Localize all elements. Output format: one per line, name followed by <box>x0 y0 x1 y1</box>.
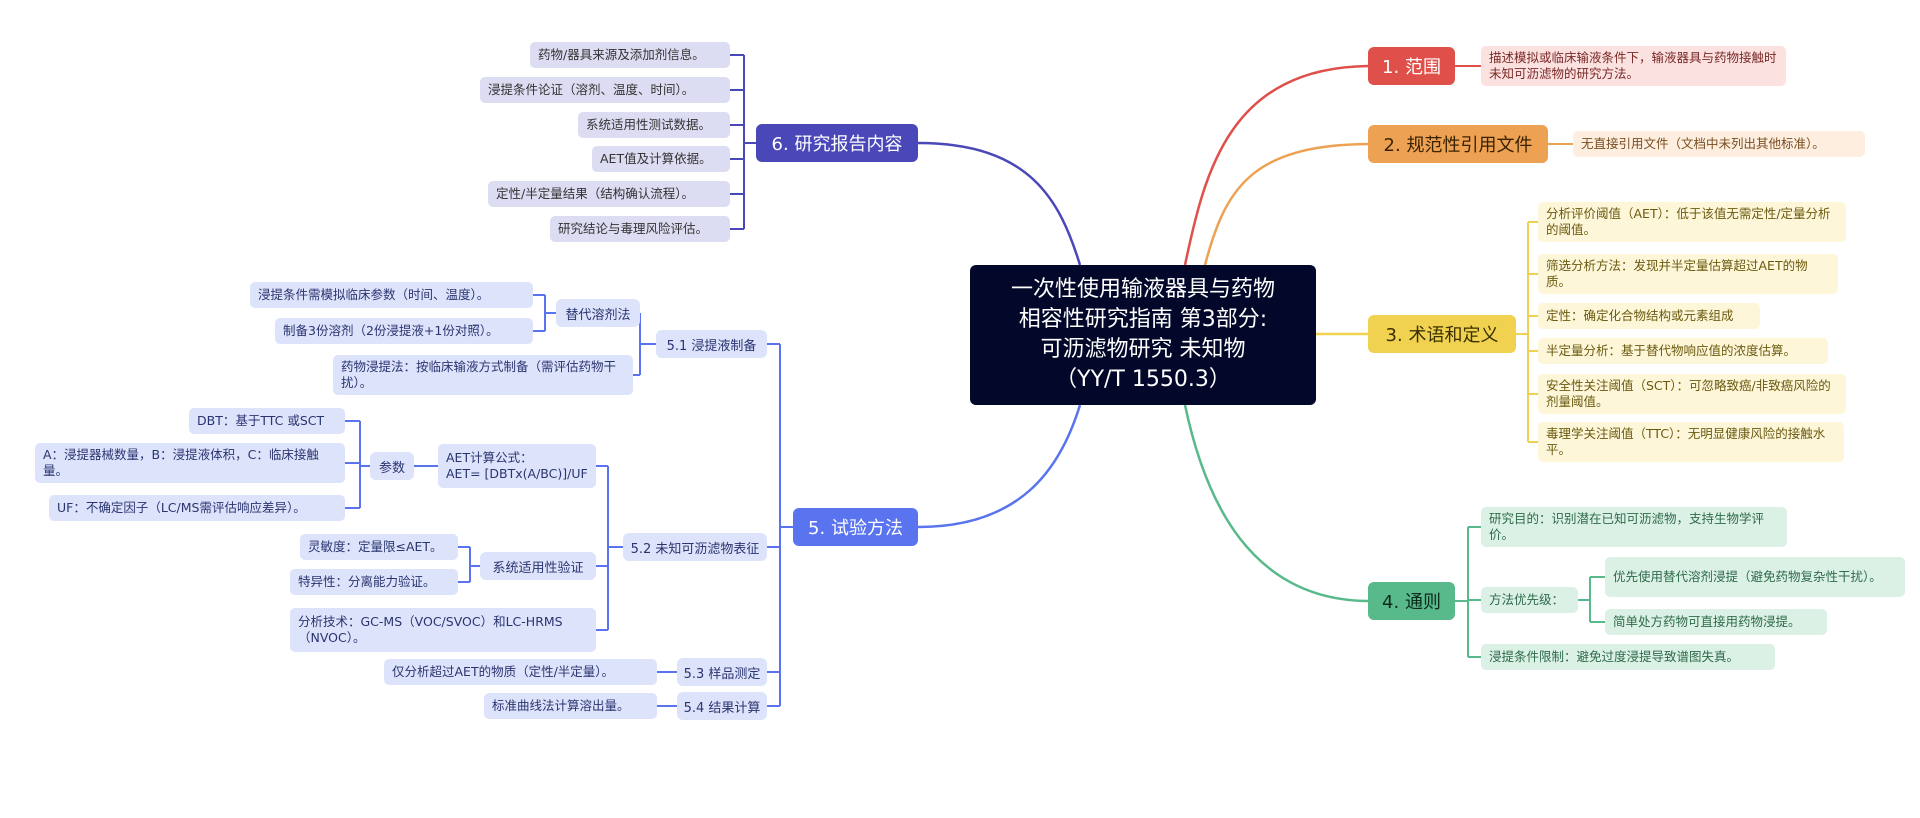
link-suit-bracket <box>458 546 480 583</box>
leaf-report-source[interactable]: 药物/器具来源及添加剂信息。 <box>530 42 730 68</box>
branch-report[interactable]: 6. 研究报告内容 <box>756 124 918 162</box>
leaf-sensitivity[interactable]: 灵敏度：定量限≤AET。 <box>300 534 458 560</box>
sub-alt-solvent[interactable]: 替代溶剂法 <box>556 299 640 327</box>
link-alt-bracket <box>533 294 556 332</box>
leaf-priority-alt-solvent[interactable]: 优先使用替代溶剂浸提（避免药物复杂性干扰）。 <box>1605 557 1905 597</box>
link-center-b6 <box>917 141 1082 266</box>
link-center-b2 <box>1203 142 1369 266</box>
sub-5-3-sample-measure[interactable]: 5.3 样品测定 <box>677 658 767 686</box>
link-b3-bracket <box>1516 221 1538 443</box>
leaf-purpose[interactable]: 研究目的：识别潜在已知可沥滤物，支持生物学评价。 <box>1481 507 1787 547</box>
branch-terms[interactable]: 3. 术语和定义 <box>1368 315 1516 353</box>
branch-test-methods[interactable]: 5. 试验方法 <box>793 508 918 546</box>
central-topic[interactable]: 一次性使用输液器具与药物 相容性研究指南 第3部分: 可沥滤物研究 未知物 （Y… <box>970 265 1316 405</box>
leaf-term-sct[interactable]: 安全性关注阈值（SCT）：可忽略致癌/非致癌风险的剂量阈值。 <box>1538 374 1846 414</box>
link-b4-sub-bracket <box>1578 576 1605 623</box>
leaf-alt-params[interactable]: 浸提条件需模拟临床参数（时间、温度）。 <box>250 282 533 308</box>
sub-5-4-result-calc[interactable]: 5.4 结果计算 <box>677 692 767 720</box>
sub-method-priority[interactable]: 方法优先级： <box>1481 587 1578 613</box>
leaf-term-qualitative[interactable]: 定性：确定化合物结构或元素组成 <box>1538 303 1760 329</box>
leaf-param-abc[interactable]: A：浸提器械数量，B：浸提液体积，C：临床接触量。 <box>35 443 345 483</box>
leaf-extraction-limit[interactable]: 浸提条件限制：避免过度浸提导致谱图失真。 <box>1481 644 1775 670</box>
leaf-analysis-tech[interactable]: 分析技术：GC-MS（VOC/SVOC）和LC-HRMS（NVOC）。 <box>290 608 596 652</box>
leaf-term-semiquant[interactable]: 半定量分析：基于替代物响应值的浓度估算。 <box>1538 338 1828 364</box>
leaf-term-ttc[interactable]: 毒理学关注阈值（TTC）：无明显健康风险的接触水平。 <box>1538 422 1844 462</box>
link-params-bracket <box>345 420 370 509</box>
leaf-result-calc[interactable]: 标准曲线法计算溶出量。 <box>484 693 657 719</box>
link-52-bracket <box>596 465 623 631</box>
leaf-specificity[interactable]: 特异性：分离能力验证。 <box>290 569 458 595</box>
leaf-report-results[interactable]: 定性/半定量结果（结构确认流程）。 <box>488 181 730 207</box>
sub-5-2-characterization[interactable]: 5.2 未知可沥滤物表征 <box>623 533 767 561</box>
branch-normative-refs[interactable]: 2. 规范性引用文件 <box>1368 125 1548 163</box>
link-center-b1 <box>1183 64 1369 266</box>
link-center-b4 <box>1183 404 1369 603</box>
node-aet-formula[interactable]: AET计算公式： AET= [DBTx(A/BC)]/UF <box>438 444 596 488</box>
branch-general[interactable]: 4. 通则 <box>1368 582 1455 620</box>
branch-scope[interactable]: 1. 范围 <box>1368 47 1455 85</box>
leaf-report-conditions[interactable]: 浸提条件论证（溶剂、温度、时间）。 <box>480 77 730 103</box>
link-b4-bracket <box>1455 526 1481 658</box>
leaf-param-uf[interactable]: UF：不确定因子（LC/MS需评估响应差异）。 <box>49 495 345 521</box>
sub-system-suitability[interactable]: 系统适用性验证 <box>480 552 596 580</box>
leaf-term-aet[interactable]: 分析评价阈值（AET）：低于该值无需定性/定量分析的阈值。 <box>1538 202 1846 242</box>
central-topic-title: 一次性使用输液器具与药物 相容性研究指南 第3部分: 可沥滤物研究 未知物 （Y… <box>1010 277 1275 392</box>
leaf-scope[interactable]: 描述模拟或临床输液条件下，输液器具与药物接触时未知可沥滤物的研究方法。 <box>1481 46 1786 86</box>
leaf-param-dbt[interactable]: DBT：基于TTC 或SCT <box>189 408 345 434</box>
sub-params[interactable]: 参数 <box>370 452 414 480</box>
leaf-report-suitability[interactable]: 系统适用性测试数据。 <box>578 112 730 138</box>
link-b6-bracket <box>730 54 756 230</box>
leaf-alt-samples[interactable]: 制备3份溶剂（2份浸提液+1份对照）。 <box>275 318 533 344</box>
link-b5-bracket <box>767 343 793 707</box>
leaf-report-aet[interactable]: AET值及计算依据。 <box>592 146 730 172</box>
leaf-drug-extraction[interactable]: 药物浸提法：按临床输液方式制备（需评估药物干扰）。 <box>333 355 633 395</box>
link-51-bracket <box>633 312 656 376</box>
leaf-term-screening[interactable]: 筛选分析方法：发现并半定量估算超过AET的物质。 <box>1538 254 1838 294</box>
sub-5-1-extract-prep[interactable]: 5.1 浸提液制备 <box>656 330 767 358</box>
link-center-b5 <box>917 404 1082 529</box>
leaf-priority-direct-drug[interactable]: 简单处方药物可直接用药物浸提。 <box>1605 609 1827 635</box>
leaf-normative-refs[interactable]: 无直接引用文件（文档中未列出其他标准）。 <box>1573 131 1865 157</box>
leaf-report-conclusion[interactable]: 研究结论与毒理风险评估。 <box>550 216 730 242</box>
leaf-sample-measure[interactable]: 仅分析超过AET的物质（定性/半定量）。 <box>384 659 657 685</box>
